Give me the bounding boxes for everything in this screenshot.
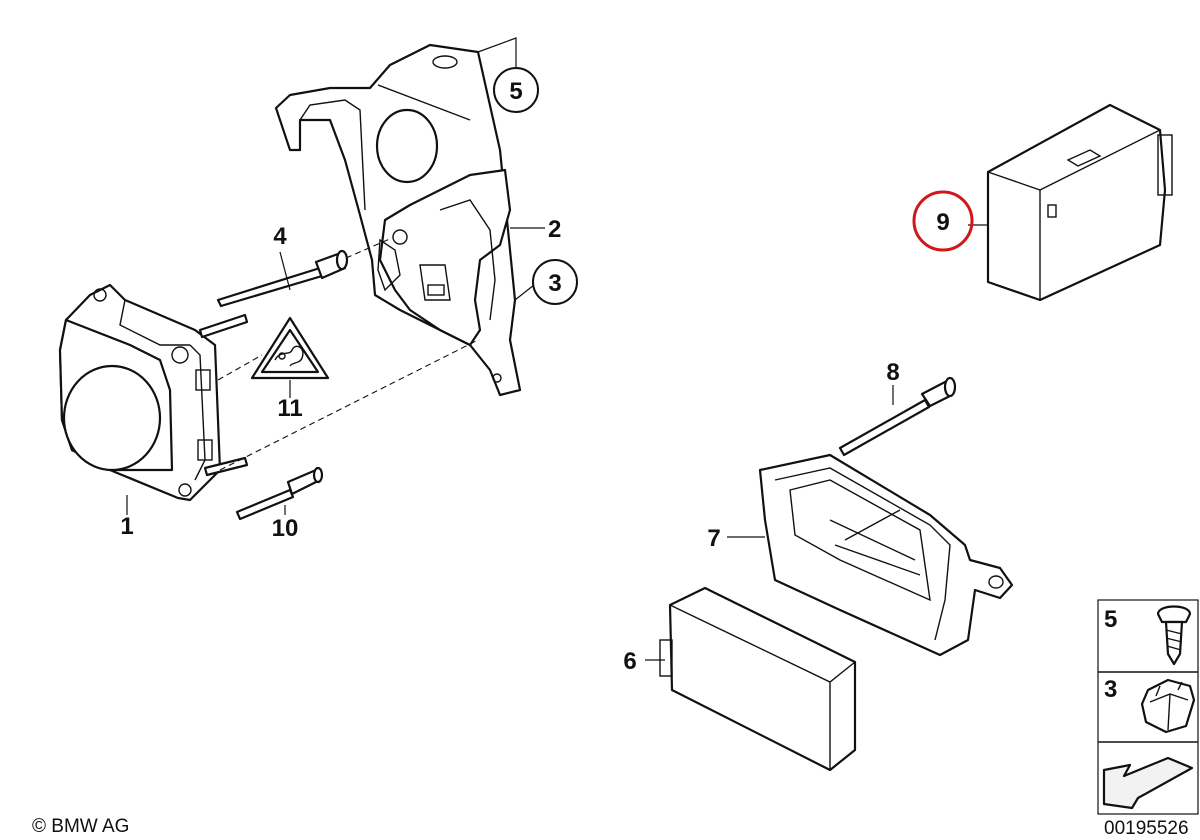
callout-9[interactable]: 9 <box>912 190 974 252</box>
screw-icon <box>1156 605 1192 624</box>
svg-text:3: 3 <box>1104 676 1117 703</box>
svg-text:3: 3 <box>548 270 561 297</box>
part-1-sensor[interactable] <box>58 283 479 502</box>
callout-4[interactable]: 4 <box>273 223 287 250</box>
copyright-text: © BMW AG <box>32 816 129 837</box>
callout-1[interactable]: 1 <box>120 513 133 540</box>
part-7-holder[interactable] <box>758 453 1014 657</box>
callout-2[interactable]: 2 <box>548 216 561 243</box>
part-10-pin[interactable] <box>235 466 324 521</box>
diagram-number: 00195526 <box>1104 818 1189 839</box>
callout-11[interactable]: 11 <box>277 395 302 422</box>
callout-6[interactable]: 6 <box>623 648 636 675</box>
part-11-warning-label[interactable] <box>250 316 330 380</box>
part-6-cover[interactable] <box>659 586 857 772</box>
highlight-circle <box>912 190 974 252</box>
callout-3[interactable]: 3 <box>532 259 578 305</box>
leader-lines <box>126 37 988 661</box>
legend-item-clip-nut[interactable]: 3 <box>1104 676 1196 734</box>
callout-10[interactable]: 10 <box>272 515 299 542</box>
callout-8[interactable]: 8 <box>886 359 899 386</box>
svg-text:5: 5 <box>509 78 522 105</box>
callout-7[interactable]: 7 <box>707 525 720 552</box>
arrow-icon <box>1102 756 1194 810</box>
legend-arrow <box>1102 756 1194 810</box>
legend-item-screw[interactable]: 5 <box>1104 605 1192 666</box>
svg-text:9: 9 <box>936 209 949 236</box>
svg-text:5: 5 <box>1104 606 1117 633</box>
clip-nut-icon <box>1140 678 1196 734</box>
callout-5[interactable]: 5 <box>493 67 539 113</box>
part-8-bolt[interactable] <box>838 376 957 457</box>
part-2-bracket[interactable] <box>274 43 522 397</box>
part-9-control-module[interactable] <box>986 103 1173 302</box>
part-4-bolt[interactable] <box>216 237 393 308</box>
